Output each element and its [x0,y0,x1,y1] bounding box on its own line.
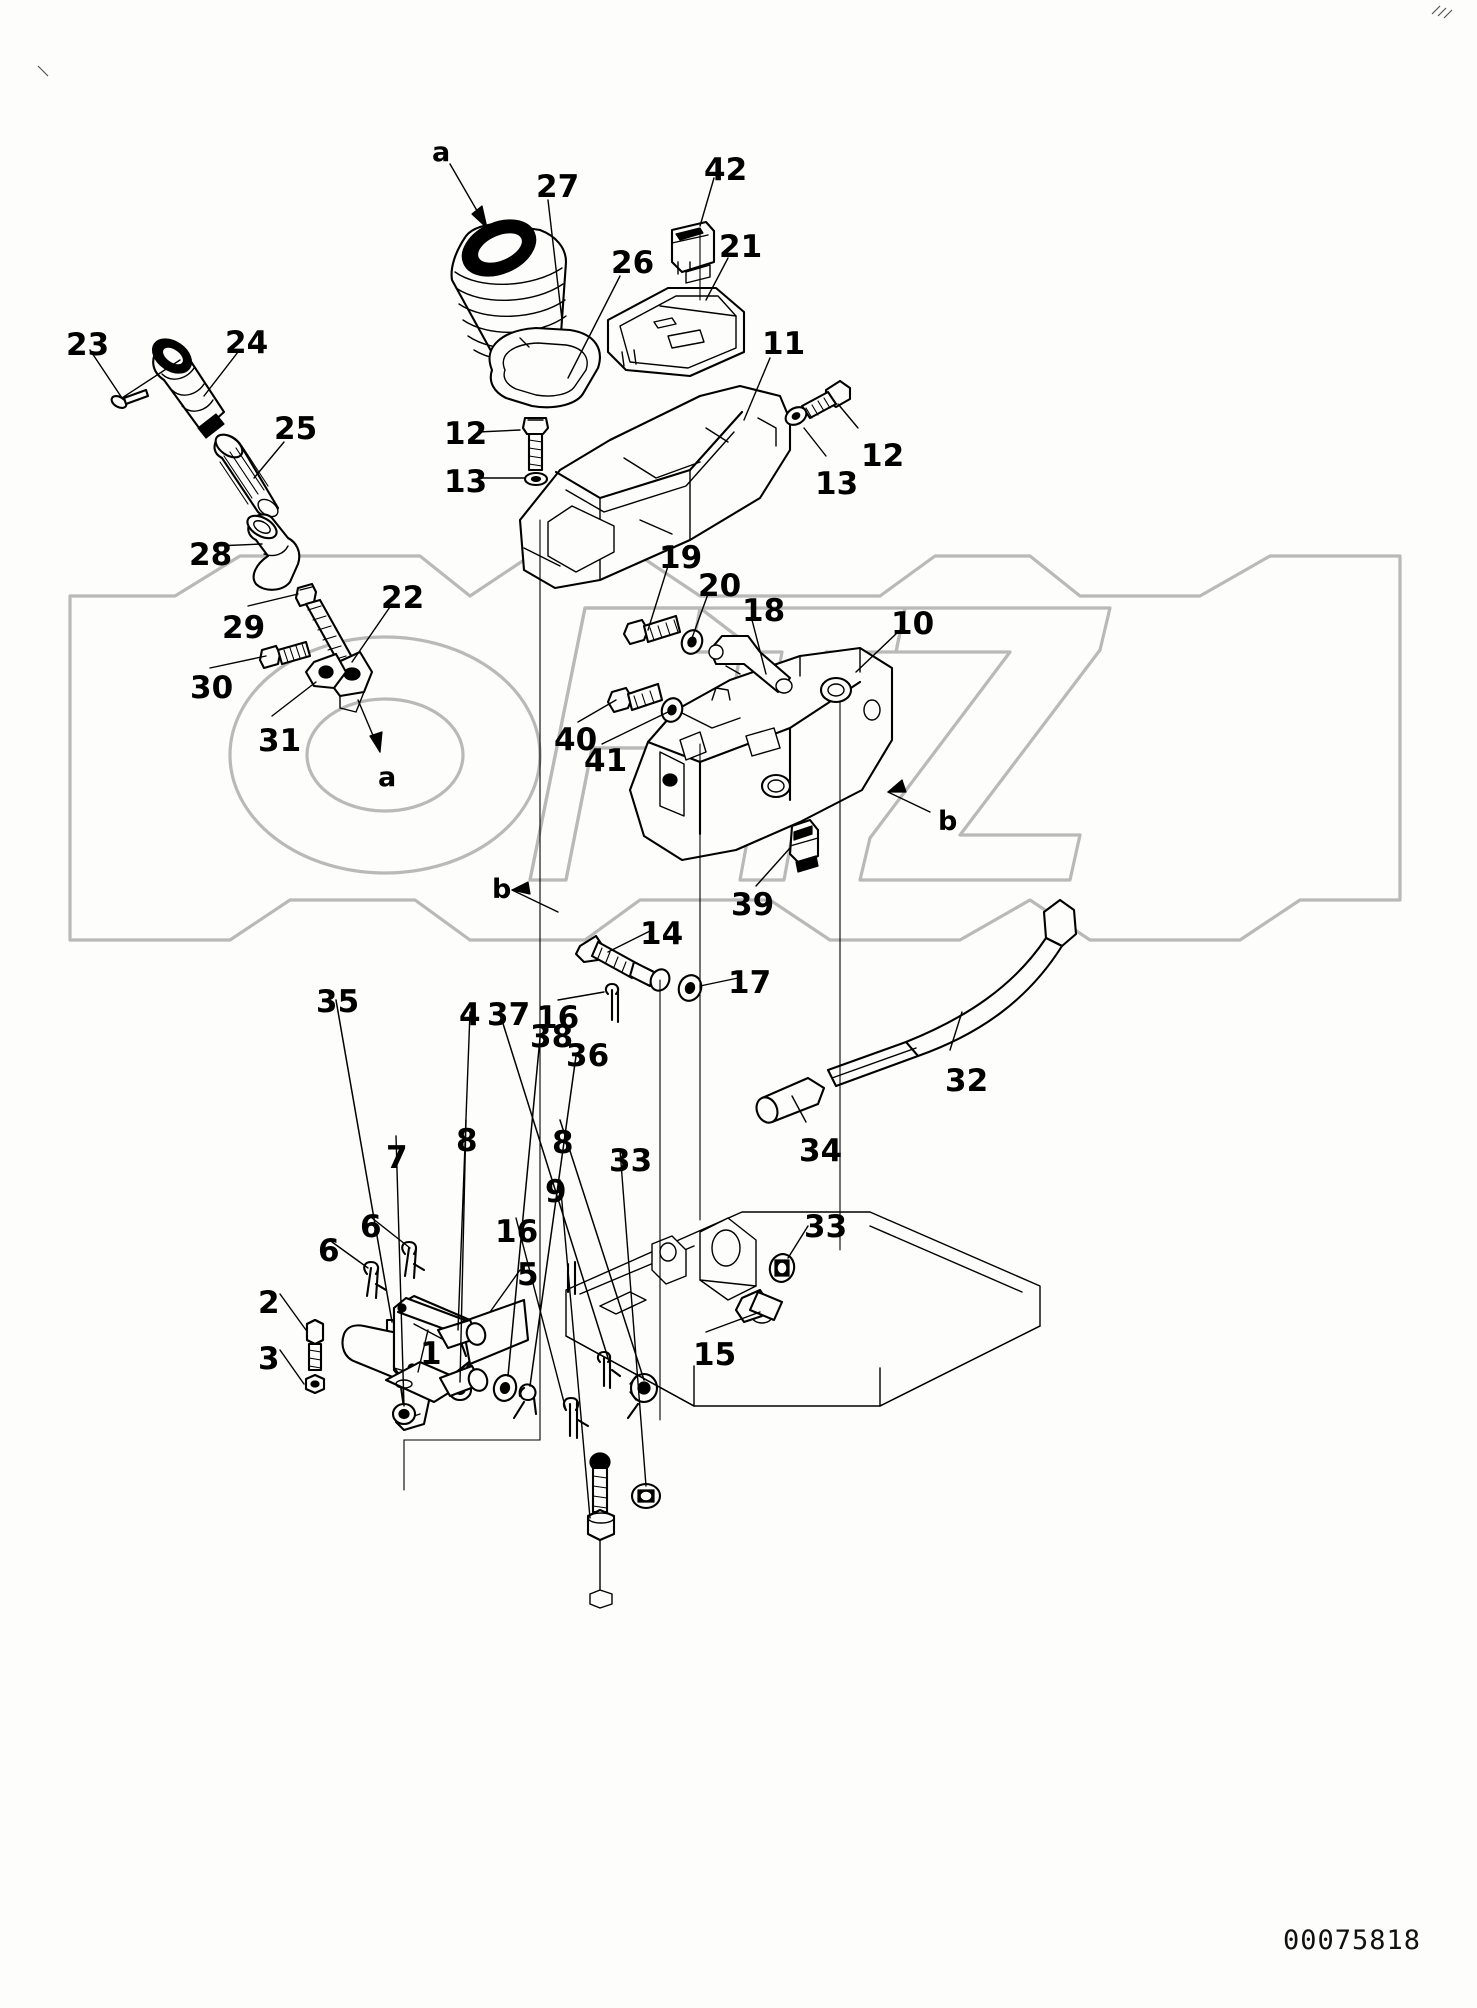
callout-cotter-pin: 6 [318,1233,340,1269]
callout-knob: 24 [225,325,269,361]
callout-valve-body: 10 [891,606,935,642]
callout-control-lever: 32 [945,1063,989,1099]
callout-set-screw: 29 [222,610,266,646]
callout-washer: 33 [804,1209,848,1245]
part-19-bolt [624,616,680,644]
part-42-rocker-switch [672,222,714,283]
callout-rocker-switch: 42 [704,152,748,188]
part-37-clip [598,1352,620,1388]
part-38-washer [491,1373,519,1404]
callout-cotter-pin: 16 [495,1214,539,1250]
part-20-washer [678,627,705,656]
callout-bolt: 12 [861,438,905,474]
part-14-rod-joint [576,936,673,994]
part-36-spring [514,1384,536,1418]
callout-roll-pin: 35 [316,984,360,1020]
part-33a-washer [632,1484,660,1508]
callout-switch-cover: 21 [719,229,763,265]
callout-washer: 33 [609,1143,653,1179]
part-7-bushing [393,1404,415,1424]
part-28-lower-boot [244,511,300,590]
part-27-bellows-boot [452,210,568,361]
callout-section-marker-a: a [378,762,397,793]
part-5-link-block [438,1300,528,1396]
part-13-washer-right [782,404,809,429]
part-2-bolt [307,1320,323,1370]
part-40-bolt [608,684,662,712]
callout-bushing: 8 [456,1123,478,1159]
callout-washer: 41 [584,743,628,779]
part-13-washer-left [525,473,547,485]
part-11-console-housing [520,386,790,588]
callout-bushing: 7 [386,1140,408,1176]
callout-lever-bracket: 4 [459,997,481,1033]
callout-section-marker-b: b [492,874,512,905]
callout-washer: 17 [728,965,772,1001]
part-32-control-lever [828,900,1076,1086]
callout-bolt: 12 [444,416,488,452]
part-26-trim-ring [490,328,600,407]
drawing-id: 00075818 [1282,1925,1421,1956]
callout-spring: 36 [566,1038,610,1074]
part-9-nut [588,1510,614,1608]
callout-nut: 9 [545,1174,567,1210]
part-6a-cotter-pin [364,1262,386,1298]
callout-clamp-block: 31 [258,723,302,759]
callout-washer: 3 [258,1341,280,1377]
callout-bolt: 2 [258,1285,280,1321]
part-16a-cotter-pin [606,984,618,1022]
part-12-bolt-right [802,381,850,418]
callout-control-shaft: 22 [381,580,425,616]
part-25-grip-sleeve [212,430,281,520]
part-8b-bushing [628,1374,657,1418]
part-41-washer [658,695,685,724]
callout-mounting-bracket: 1 [420,1336,442,1372]
part-1-mounting-bracket [386,1296,476,1402]
part-30-bolt [260,642,310,668]
part-3-washer [306,1375,324,1393]
callout-washer: 38 [530,1019,574,1055]
callout-washer: 20 [698,568,742,604]
callout-console-housing: 11 [762,326,806,362]
callout-section-marker-a: a [432,137,451,168]
callout-washer: 13 [444,464,488,500]
part-15-bolt [736,1290,782,1322]
callout-screw: 23 [66,327,110,363]
part-31-clamp-block [306,654,346,688]
callout-grip-sleeve: 25 [274,411,318,447]
part-21-switch-cover [608,288,744,376]
callout-bushing: 8 [552,1125,574,1161]
callout-clip: 37 [487,997,531,1033]
callout-bolt: 30 [190,670,234,706]
callout-link-rod: 18 [742,593,786,629]
callout-trim-ring: 26 [611,245,655,281]
part-39-solenoid-valve [790,820,818,872]
part-34-lever-grip [753,1078,824,1126]
part-10-valve-body [630,648,892,860]
callout-solenoid-valve: 39 [731,887,775,923]
callout-lever-grip: 34 [799,1133,843,1169]
callout-cotter-pin: 6 [360,1209,382,1245]
part-18-link-rod [709,636,792,693]
callout-rod-joint: 14 [640,916,684,952]
callout-section-marker-b: b [938,806,958,837]
callout-link-block: 5 [517,1257,539,1293]
callout-bolt: 19 [659,540,703,576]
callout-bolt: 40 [554,722,598,758]
callout-lower-boot: 28 [189,537,233,573]
callout-bolt: 15 [693,1337,737,1373]
part-8-bolt-vertical [590,1453,610,1512]
part-12-bolt-left [523,418,548,470]
callout-washer: 13 [815,466,859,502]
callout-cotter-pin: 16 [536,1000,580,1036]
part-33b-washer [767,1251,797,1284]
callout-bellows-boot: 27 [536,169,580,205]
part-6b-cotter-pin [402,1242,424,1278]
part-16b2-cotter-pin [564,1398,588,1438]
part-22-control-shaft [306,600,372,712]
